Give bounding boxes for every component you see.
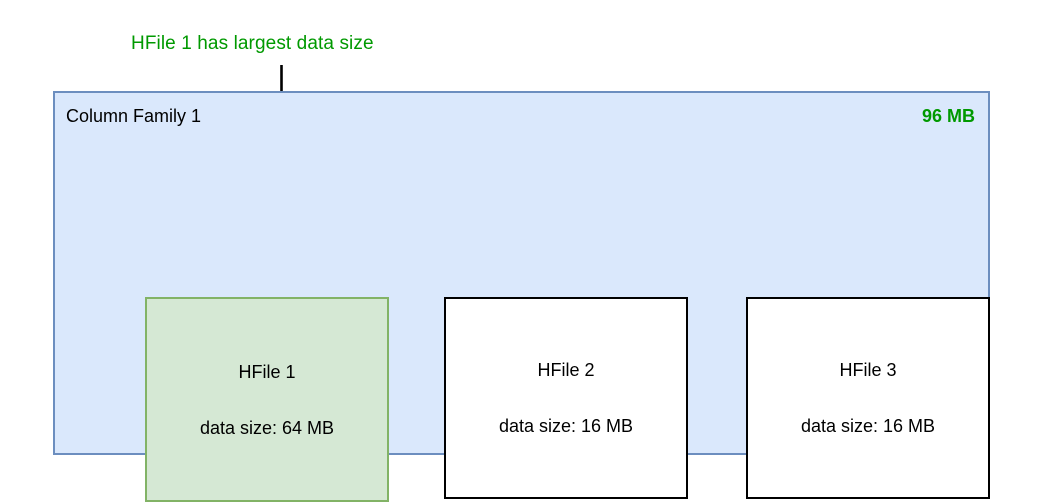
hfile-box-2[interactable]: HFile 2 data size: 16 MB — [444, 297, 688, 499]
hfile-size: data size: 16 MB — [498, 416, 634, 436]
column-family-container: Column Family 1 96 MB HFile 1 data size:… — [53, 91, 990, 502]
column-family-total-size: 96 MB — [921, 106, 975, 126]
hfile-name: HFile 3 — [839, 360, 897, 380]
column-family-title: Column Family 1 — [66, 106, 202, 126]
hfile-box-3[interactable]: HFile 3 data size: 16 MB — [746, 297, 990, 499]
annotation-label: HFile 1 has largest data size — [131, 33, 374, 54]
hfile-size: data size: 64 MB — [199, 417, 335, 438]
hfile-size: data size: 16 MB — [800, 416, 936, 436]
hfile-box-1[interactable]: HFile 1 data size: 64 MB — [145, 297, 389, 502]
hfile-name: HFile 1 — [238, 361, 296, 382]
hfile-name: HFile 2 — [537, 360, 595, 380]
